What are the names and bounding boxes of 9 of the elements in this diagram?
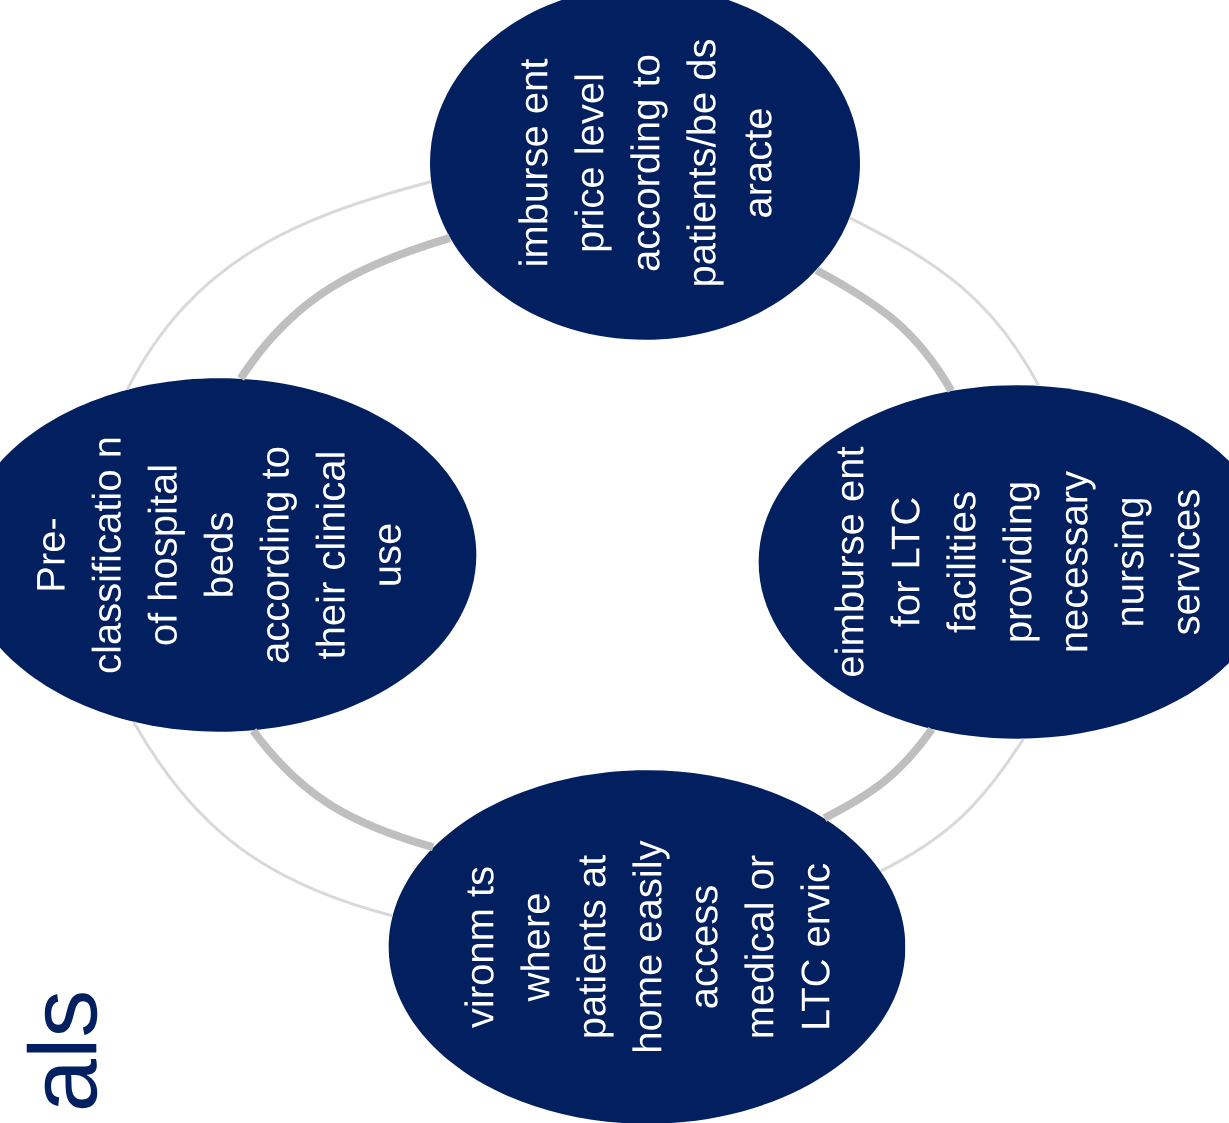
ring-arc — [249, 728, 435, 852]
ring-arc — [814, 266, 955, 393]
ring-arc — [132, 721, 393, 918]
ring-arc — [849, 216, 1040, 387]
heading-text: als — [26, 993, 98, 1109]
ring-arc — [237, 234, 452, 381]
ring-arc — [125, 180, 432, 391]
ring-arc — [822, 726, 935, 822]
ring-arc — [880, 738, 1025, 873]
